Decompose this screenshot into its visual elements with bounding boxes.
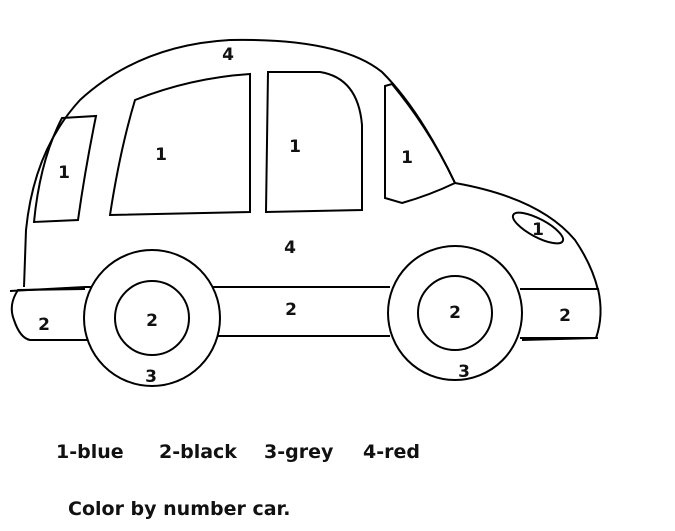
label-headlight: 1 [532,220,544,240]
label-bumper-rear: 2 [38,315,50,335]
window-back-door [108,72,251,217]
window-front-door [264,71,363,214]
rear-hub [114,280,190,356]
front-bumper [520,288,602,341]
label-stripe: 2 [285,300,297,320]
legend-item: 1-blue [56,441,124,463]
label-bumper-front: 2 [559,306,571,326]
caption: Color by number car. [68,498,291,520]
window-rear [32,114,98,224]
rear-tire [83,249,221,387]
label-window-front: 1 [401,148,413,168]
label-window-back-door: 1 [155,145,167,165]
headlight [511,211,565,245]
front-hub [417,275,493,351]
window-front [384,82,457,205]
legend-item: 3-grey [264,441,334,463]
rear-bumper [10,288,88,341]
label-tire-front: 3 [458,362,470,382]
legend-item: 4-red [363,441,420,463]
label-window-front-door: 1 [289,137,301,157]
label-body: 4 [284,238,296,258]
label-tire-rear: 3 [145,367,157,387]
label-window-rear: 1 [58,163,70,183]
front-tire [387,245,523,381]
label-hub-front: 2 [449,303,461,323]
car-body-outline [23,38,599,291]
legend-item: 2-black [159,441,237,463]
label-roof: 4 [222,45,234,65]
label-hub-rear: 2 [146,311,158,331]
